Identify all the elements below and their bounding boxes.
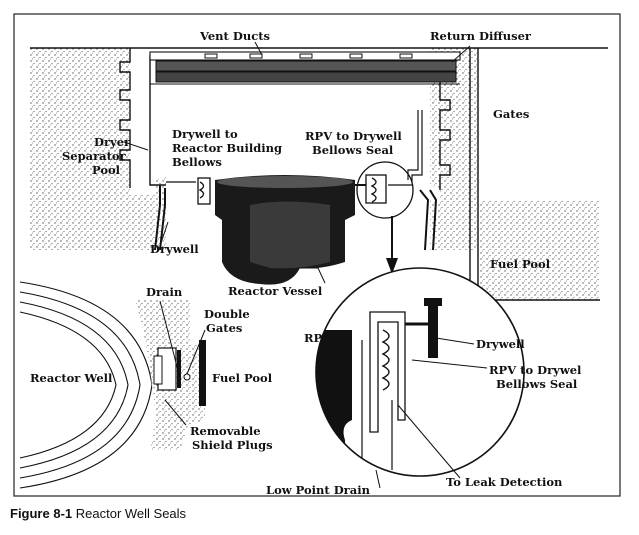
label-gates: Gates (493, 107, 529, 121)
figure-caption: Figure 8-1 Reactor Well Seals (10, 506, 186, 521)
label-double-gates-1: Double (204, 307, 250, 321)
label-removable-shield-plugs-2: Shield Plugs (192, 438, 273, 452)
label-rpv-bellows-1: RPV to Drywell (305, 129, 402, 143)
label-reactor-vessel: Reactor Vessel (228, 284, 323, 298)
label-rpv-bellows-2: Bellows Seal (312, 143, 394, 157)
label-drywell-bellows-1: Drywell to (172, 127, 238, 141)
label-drywell-bellows-2: Reactor Building (172, 141, 282, 155)
label-drywell-bellows-3: Bellows (172, 155, 222, 169)
label-drywell: Drywell (150, 242, 199, 256)
figure-number: Figure 8-1 (10, 506, 73, 521)
label-double-gates-2: Gates (206, 321, 242, 335)
figure-frame (13, 13, 621, 497)
label-removable-shield-plugs-1: Removable (190, 424, 261, 438)
reactor-vessel (215, 175, 355, 285)
label-to-leak-detection: To Leak Detection (446, 475, 563, 489)
label-rpv-bellows-detail-1: RPV to Drywel (489, 363, 582, 377)
label-dryer-separator-pool-1: Dryer (94, 135, 131, 149)
label-drain: Drain (146, 285, 183, 299)
label-dryer-separator-pool-3: Pool (92, 163, 121, 177)
label-vent-ducts: Vent Ducts (199, 29, 270, 43)
vent-duct-slab (30, 47, 608, 85)
label-low-point-drain: Low Point Drain (266, 483, 371, 497)
rpv-bellows-seal-upper (355, 161, 438, 251)
label-drywell-detail: Drywell (476, 337, 525, 351)
label-fuel-pool-upper: Fuel Pool (490, 257, 551, 271)
detail-pointer-arrow (386, 216, 398, 274)
label-rpv-bellows-detail-2: Bellows Seal (496, 377, 578, 391)
figure-title: Reactor Well Seals (75, 506, 187, 521)
label-return-diffuser: Return Diffuser (430, 29, 532, 43)
label-rpv: RPV (304, 331, 332, 345)
drywell-bellows (154, 177, 211, 251)
label-reactor-well: Reactor Well (30, 371, 113, 385)
double-gates-plan (153, 340, 206, 406)
leader-lines (123, 41, 488, 489)
upper-concrete (30, 48, 600, 330)
label-fuel-pool-lower: Fuel Pool (212, 371, 273, 385)
return-diffuser-pipe (407, 110, 423, 182)
label-dryer-separator-pool-2: Separator (62, 149, 127, 163)
